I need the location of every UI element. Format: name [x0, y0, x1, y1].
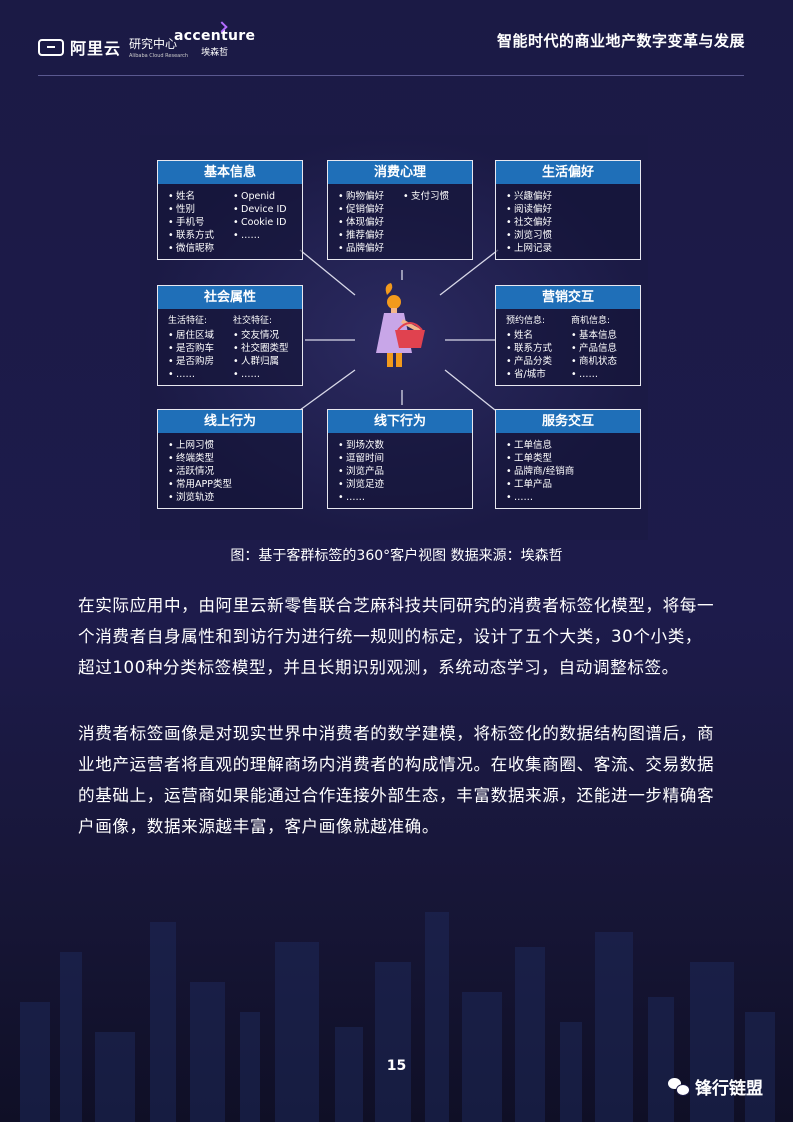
list-item: 性别	[168, 203, 233, 216]
research-center-en-label: Alibaba Cloud Research	[129, 53, 189, 59]
list-item: 浏览足迹	[338, 478, 468, 491]
list-item: ……	[506, 491, 636, 504]
accenture-name: accenture	[174, 28, 256, 44]
list-item: 商机状态	[571, 355, 636, 368]
accenture-logo: accenture 埃森哲	[174, 28, 255, 58]
subheading: 社交特征:	[233, 316, 273, 326]
list-item: 基本信息	[571, 329, 636, 342]
list-item: ……	[233, 368, 298, 381]
online-behavior-title: 线上行为	[158, 410, 302, 433]
page-number: 15	[386, 1058, 407, 1074]
list-item: Openid	[233, 190, 298, 203]
list-item: 体现偏好	[338, 216, 403, 229]
list-item: ……	[571, 368, 636, 381]
marketing-interaction-title: 营销交互	[496, 286, 640, 309]
service-interaction-title: 服务交互	[496, 410, 640, 433]
wechat-icon	[668, 1078, 690, 1096]
list-item: 浏览产品	[338, 465, 468, 478]
list-item: 购物偏好	[338, 190, 403, 203]
basic-info-title: 基本信息	[158, 161, 302, 184]
list-item: Cookie ID	[233, 216, 298, 229]
social-attributes-box: 社会属性 生活特征: 居住区域 是否购车 是否购房 …… 社交特征: 交友情况 …	[157, 285, 303, 386]
connector-lines	[299, 249, 499, 411]
list-item: 推荐偏好	[338, 229, 403, 242]
body-paragraph-1: 在实际应用中，由阿里云新零售联合芝麻科技共同研究的消费者标签化模型，将每一个消费…	[78, 596, 715, 677]
list-item: ……	[233, 229, 298, 242]
subheading: 生活特征:	[168, 316, 208, 326]
list-item: 省/城市	[506, 368, 571, 381]
header-divider	[38, 75, 744, 76]
life-preference-title: 生活偏好	[496, 161, 640, 184]
alibaba-cloud-icon	[38, 38, 64, 56]
marketing-interaction-box: 营销交互 预约信息: 姓名 联系方式 产品分类 省/城市 商机信息: 基本信息 …	[495, 285, 641, 386]
list-item: 到场次数	[338, 439, 468, 452]
figure-caption: 图：基于客群标签的360°客户视图 数据来源：埃森哲	[230, 548, 563, 564]
page-header: 阿里云 研究中心 Alibaba Cloud Research accentur…	[0, 0, 793, 80]
customer-360-figure: 基本信息 姓名 性别 手机号 联系方式 微信昵称 Openid Device I…	[140, 135, 648, 540]
city-skyline-background	[0, 860, 793, 1122]
social-attributes-title: 社会属性	[158, 286, 302, 309]
list-item: 工单产品	[506, 478, 636, 491]
list-item: 浏览轨迹	[168, 491, 298, 504]
list-item: 联系方式	[168, 229, 233, 242]
document-title: 智能时代的商业地产数字变革与发展	[496, 32, 745, 50]
list-item: 产品信息	[571, 342, 636, 355]
list-item: Device ID	[233, 203, 298, 216]
list-item: 兴趣偏好	[506, 190, 636, 203]
list-item: 逗留时间	[338, 452, 468, 465]
consumer-psychology-title: 消费心理	[328, 161, 472, 184]
list-item: ……	[168, 368, 233, 381]
offline-behavior-box: 线下行为 到场次数 逗留时间 浏览产品 浏览足迹 ……	[327, 409, 473, 509]
consumer-psychology-box: 消费心理 购物偏好 促销偏好 体现偏好 推荐偏好 品牌偏好 支付习惯	[327, 160, 473, 260]
list-item: 终端类型	[168, 452, 298, 465]
list-item: 工单信息	[506, 439, 636, 452]
alibaba-cloud-name: 阿里云	[70, 39, 122, 58]
list-item: 浏览习惯	[506, 229, 636, 242]
list-item: 品牌商/经销商	[506, 465, 636, 478]
alibaba-cloud-logo: 阿里云 研究中心 Alibaba Cloud Research	[38, 35, 188, 59]
list-item: 促销偏好	[338, 203, 403, 216]
list-item: 阅读偏好	[506, 203, 636, 216]
wechat-watermark: 锋行链盟	[668, 1074, 763, 1099]
list-item: 姓名	[168, 190, 233, 203]
list-item: 活跃情况	[168, 465, 298, 478]
list-item: 社交圈类型	[233, 342, 298, 355]
list-item: 交友情况	[233, 329, 298, 342]
list-item: 上网记录	[506, 242, 636, 255]
list-item: 产品分类	[506, 355, 571, 368]
body-paragraph-2: 消费者标签画像是对现实世界中消费者的数学建模，将标签化的数据结构图谱后，商业地产…	[78, 724, 715, 836]
list-item: 支付习惯	[403, 190, 468, 203]
life-preference-box: 生活偏好 兴趣偏好 阅读偏好 社交偏好 浏览习惯 上网记录	[495, 160, 641, 260]
list-item: 手机号	[168, 216, 233, 229]
shopper-figure-icon	[376, 283, 425, 367]
service-interaction-box: 服务交互 工单信息 工单类型 品牌商/经销商 工单产品 ……	[495, 409, 641, 509]
list-item: 是否购车	[168, 342, 233, 355]
list-item: 微信昵称	[168, 242, 233, 255]
list-item: ……	[338, 491, 468, 504]
basic-info-box: 基本信息 姓名 性别 手机号 联系方式 微信昵称 Openid Device I…	[157, 160, 303, 260]
online-behavior-box: 线上行为 上网习惯 终端类型 活跃情况 常用APP类型 浏览轨迹	[157, 409, 303, 509]
list-item: 是否购房	[168, 355, 233, 368]
subheading: 商机信息:	[571, 316, 611, 326]
wechat-account-name: 锋行链盟	[695, 1079, 763, 1099]
subheading: 预约信息:	[506, 316, 546, 326]
list-item: 居住区域	[168, 329, 233, 342]
list-item: 人群归属	[233, 355, 298, 368]
list-item: 常用APP类型	[168, 478, 298, 491]
list-item: 社交偏好	[506, 216, 636, 229]
list-item: 上网习惯	[168, 439, 298, 452]
accenture-cn-name: 埃森哲	[201, 48, 229, 58]
list-item: 品牌偏好	[338, 242, 403, 255]
list-item: 联系方式	[506, 342, 571, 355]
list-item: 姓名	[506, 329, 571, 342]
research-center-label: 研究中心	[129, 37, 178, 51]
list-item: 工单类型	[506, 452, 636, 465]
offline-behavior-title: 线下行为	[328, 410, 472, 433]
